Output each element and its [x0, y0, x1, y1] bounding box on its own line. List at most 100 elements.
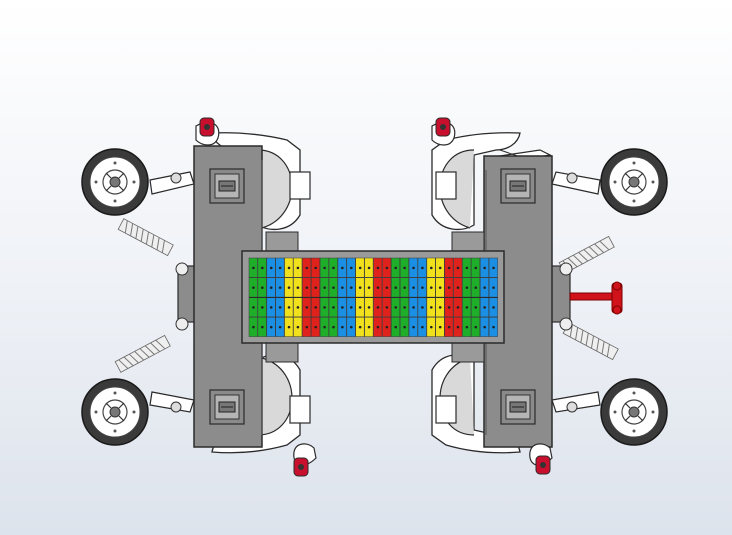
tray-cell-terminal: [492, 266, 495, 270]
tray-cell-terminal: [314, 306, 318, 309]
tray-cell-terminal: [287, 286, 291, 289]
tray-cell-terminal: [376, 266, 380, 270]
tow-handle-icon: [569, 281, 623, 315]
tray-cell-terminal: [421, 306, 424, 309]
tray-cell-terminal: [332, 286, 335, 289]
tray-cell-terminal: [465, 266, 469, 270]
tray-cell-terminal: [296, 266, 300, 270]
tray-cell-terminal: [412, 286, 415, 289]
tray-cell-terminal: [376, 325, 380, 329]
tray-cell-terminal: [474, 325, 478, 329]
right-top-lock-icon: [500, 168, 536, 204]
tray-cell-terminal: [252, 306, 255, 309]
tray-cell-terminal: [323, 306, 326, 309]
tray-cell-terminal: [456, 306, 460, 309]
tray-cell-terminal: [403, 306, 406, 309]
tray-cell-terminal: [367, 286, 371, 289]
right-top-caster-icon: [431, 117, 456, 146]
tray-cell-terminal: [252, 325, 255, 329]
tray-cell-terminal: [349, 266, 353, 270]
tray-cell-terminal: [261, 286, 264, 289]
tray-cell-terminal: [474, 306, 478, 309]
tray-cell-terminal: [430, 266, 433, 270]
tray-cell-terminal: [341, 325, 344, 329]
tray-cell-terminal: [385, 306, 389, 309]
tray-cell-terminal: [341, 306, 344, 309]
tray-cell-terminal: [412, 306, 415, 309]
tray-cell-terminal: [341, 266, 344, 270]
tray-cell-terminal: [394, 266, 398, 270]
tray-cell-terminal: [296, 286, 300, 289]
tray-cell-terminal: [349, 325, 353, 329]
tray-cell-terminal: [412, 266, 415, 270]
tray-cell-terminal: [403, 325, 406, 329]
tray-cell-terminal: [314, 286, 318, 289]
tray-cell-terminal: [261, 325, 264, 329]
tray-cell-terminal: [358, 286, 362, 289]
tray-cell-terminal: [323, 266, 326, 270]
tray-cell-terminal: [421, 266, 424, 270]
tray-cell-terminal: [430, 286, 433, 289]
right-bogie: [431, 117, 668, 475]
tray-cell-terminal: [430, 306, 433, 309]
tray-cell-terminal: [287, 306, 291, 309]
tray-cell-terminal: [269, 325, 273, 329]
tray-cell-terminal: [394, 325, 398, 329]
tray-cell-terminal: [269, 306, 273, 309]
tray-cell-terminal: [358, 266, 362, 270]
tray-cell-terminal: [447, 325, 451, 329]
tray-cell-terminal: [394, 306, 398, 309]
tray-cell-terminal: [492, 325, 495, 329]
tray-cell-terminal: [332, 266, 335, 270]
tray-cell-terminal: [438, 266, 442, 270]
right-bottom-lock-icon: [500, 389, 536, 425]
tray-cell-terminal: [367, 325, 371, 329]
tray-cell-terminal: [358, 325, 362, 329]
tray-cell-terminal: [438, 325, 442, 329]
tray-cell-terminal: [447, 306, 451, 309]
tray-cell-terminal: [456, 286, 460, 289]
tray-cell-terminal: [261, 306, 264, 309]
right-top-wheel-icon: [600, 148, 668, 216]
tray-cell-terminal: [278, 306, 282, 309]
tray-cell-terminal: [252, 286, 255, 289]
tray-cell-terminal: [314, 325, 318, 329]
tray-cell-terminal: [421, 325, 424, 329]
tray-cell-terminal: [403, 266, 406, 270]
left-bottom-caster-icon: [293, 443, 317, 477]
right-bottom-spring: [562, 322, 619, 361]
tray-cell-terminal: [305, 266, 309, 270]
tray-cell-terminal: [421, 286, 424, 289]
tray-cell-terminal: [305, 325, 309, 329]
tray-cell-terminal: [269, 266, 273, 270]
tray-cell-terminal: [296, 306, 300, 309]
tray-cell-terminal: [323, 286, 326, 289]
tray-cell-terminal: [376, 306, 380, 309]
tray-cell-terminal: [394, 286, 398, 289]
tray-cell-terminal: [269, 286, 273, 289]
tray-cell-terminal: [332, 325, 335, 329]
tray-cell-terminal: [465, 286, 469, 289]
tray-cell-terminal: [261, 266, 264, 270]
tray-cell-terminal: [252, 266, 255, 270]
tray-cell-terminal: [456, 325, 460, 329]
tray-cell-terminal: [483, 286, 486, 289]
tray-cell-terminal: [447, 286, 451, 289]
tray-cell-terminal: [305, 286, 309, 289]
tray-cell-terminal: [438, 286, 442, 289]
tray-cell-terminal: [367, 306, 371, 309]
tray-cell-terminal: [341, 286, 344, 289]
right-bottom-caster-icon: [529, 443, 553, 475]
tray-cells: [248, 257, 498, 337]
tray-cell-terminal: [430, 325, 433, 329]
tray-cell-terminal: [465, 325, 469, 329]
tray-cell-terminal: [376, 286, 380, 289]
tray-cell-terminal: [278, 325, 282, 329]
tray-cell-terminal: [385, 286, 389, 289]
left-top-caster-icon: [195, 117, 220, 146]
tray-cell-terminal: [332, 306, 335, 309]
tray-cell-terminal: [305, 306, 309, 309]
tray-cell-terminal: [483, 325, 486, 329]
tray-cell-terminal: [412, 325, 415, 329]
tray-cell-terminal: [385, 325, 389, 329]
